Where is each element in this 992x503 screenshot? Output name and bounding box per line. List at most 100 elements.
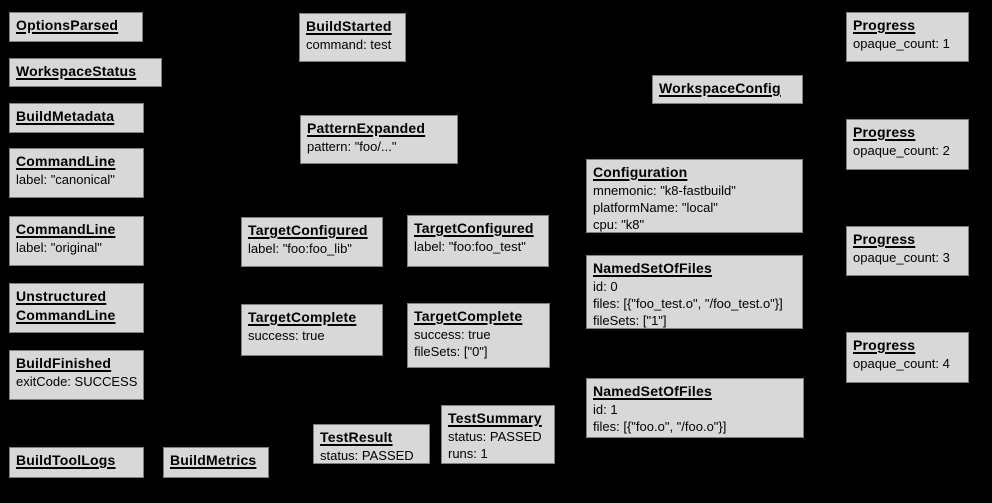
node-details: status: PASSED xyxy=(320,447,423,463)
node-progress-1: Progress opaque_count: 1 xyxy=(846,12,969,62)
node-detail-line: files: [{"foo.o", "/foo.o"}] xyxy=(593,419,727,434)
node-command-line-original: CommandLine label: "original" xyxy=(9,216,144,266)
node-title-line: Unstructured xyxy=(16,288,107,304)
node-title: TargetConfigured xyxy=(414,219,542,238)
node-title: CommandLine xyxy=(16,220,137,239)
node-detail-line: id: 0 xyxy=(593,279,618,294)
node-detail-line: status: PASSED xyxy=(448,429,542,444)
node-workspace-config: WorkspaceConfig xyxy=(652,75,803,104)
node-details: opaque_count: 3 xyxy=(853,249,962,266)
node-details: opaque_count: 2 xyxy=(853,142,962,159)
node-title: BuildStarted xyxy=(306,17,399,36)
node-options-parsed: OptionsParsed xyxy=(9,12,143,42)
node-title-line: Progress xyxy=(853,124,916,140)
node-title-line: NamedSetOfFiles xyxy=(593,260,712,276)
node-test-summary: TestSummary status: PASSED runs: 1 xyxy=(441,405,555,464)
node-named-set-of-files-0: NamedSetOfFiles id: 0 files: [{"foo_test.… xyxy=(586,255,803,329)
node-title: TestResult xyxy=(320,428,423,447)
node-details: exitCode: SUCCESS xyxy=(16,373,137,390)
node-details: id: 0 files: [{"foo_test.o", "/foo_test.o… xyxy=(593,278,796,328)
node-progress-4: Progress opaque_count: 4 xyxy=(846,332,969,383)
node-title: TargetConfigured xyxy=(248,221,376,240)
node-title-line: BuildToolLogs xyxy=(16,452,116,468)
node-pattern-expanded: PatternExpanded pattern: "foo/..." xyxy=(300,115,458,164)
node-detail-line: runs: 1 xyxy=(448,446,488,461)
node-title: TestSummary xyxy=(448,409,548,428)
node-detail-line: fileSets: ["1"] xyxy=(593,313,667,328)
node-title: OptionsParsed xyxy=(16,16,136,35)
node-command-line-canonical: CommandLine label: "canonical" xyxy=(9,148,144,198)
node-detail-line: opaque_count: 1 xyxy=(853,36,950,51)
node-build-started: BuildStarted command: test xyxy=(299,13,406,62)
node-title-line: OptionsParsed xyxy=(16,17,119,33)
node-title: BuildFinished xyxy=(16,354,137,373)
node-title-line: WorkspaceStatus xyxy=(16,63,137,79)
node-detail-line: opaque_count: 4 xyxy=(853,356,950,371)
node-detail-line: opaque_count: 3 xyxy=(853,250,950,265)
node-detail-line: label: "canonical" xyxy=(16,172,115,187)
node-progress-2: Progress opaque_count: 2 xyxy=(846,119,969,170)
node-configuration: Configuration mnemonic: "k8-fastbuild"pl… xyxy=(586,159,803,233)
node-target-complete-foo-lib: TargetComplete success: true xyxy=(241,304,383,356)
node-detail-line: label: "foo:foo_lib" xyxy=(248,241,352,256)
node-details: id: 1 files: [{"foo.o", "/foo.o"}] xyxy=(593,401,797,435)
node-title-line: Progress xyxy=(853,17,916,33)
node-title-line: CommandLine xyxy=(16,307,116,323)
node-title: BuildMetrics xyxy=(170,451,262,470)
node-title-line: BuildStarted xyxy=(306,18,392,34)
node-title-line: BuildFinished xyxy=(16,355,112,371)
node-title: Progress xyxy=(853,336,962,355)
node-title-line: NamedSetOfFiles xyxy=(593,383,712,399)
node-details: opaque_count: 1 xyxy=(853,35,962,52)
node-detail-line: command: test xyxy=(306,37,392,52)
node-title: Progress xyxy=(853,16,962,35)
node-title-line: TestSummary xyxy=(448,410,542,426)
node-details: mnemonic: "k8-fastbuild"platformName: "l… xyxy=(593,182,796,232)
node-title: Progress xyxy=(853,123,962,142)
node-progress-3: Progress opaque_count: 3 xyxy=(846,226,969,276)
node-title-line: PatternExpanded xyxy=(307,120,426,136)
node-target-configured-foo-lib: TargetConfigured label: "foo:foo_lib" xyxy=(241,217,383,267)
node-title: WorkspaceStatus xyxy=(16,62,155,81)
node-title-line: BuildMetrics xyxy=(170,452,257,468)
node-title-line: TargetComplete xyxy=(414,308,523,324)
node-test-result: TestResult status: PASSED xyxy=(313,424,430,464)
node-title: Progress xyxy=(853,230,962,249)
node-title-line: Configuration xyxy=(593,164,688,180)
node-title: TargetComplete xyxy=(248,308,376,327)
node-detail-line: files: [{"foo_test.o", "/foo_test.o"}] xyxy=(593,296,783,311)
node-title-line: TargetComplete xyxy=(248,309,357,325)
node-title-line: TargetConfigured xyxy=(248,222,368,238)
node-build-finished: BuildFinished exitCode: SUCCESS xyxy=(9,350,144,400)
node-details: pattern: "foo/..." xyxy=(307,138,451,155)
node-detail-line: label: "foo:foo_test" xyxy=(414,239,526,254)
node-detail-line: platformName: "local" xyxy=(593,200,718,215)
node-title: TargetComplete xyxy=(414,307,543,326)
node-details: success: true xyxy=(248,327,376,344)
node-title-line: BuildMetadata xyxy=(16,108,115,124)
node-title-line: TestResult xyxy=(320,429,393,445)
node-detail-line: cpu: "k8" xyxy=(593,217,645,232)
node-detail-line: opaque_count: 2 xyxy=(853,143,950,158)
node-details: label: "foo:foo_test" xyxy=(414,238,542,255)
node-details: label: "foo:foo_lib" xyxy=(248,240,376,257)
node-title: Configuration xyxy=(593,163,796,182)
node-title-line: Progress xyxy=(853,337,916,353)
node-workspace-status: WorkspaceStatus xyxy=(9,58,162,87)
node-title: CommandLine xyxy=(16,152,137,171)
node-title: WorkspaceConfig xyxy=(659,79,796,98)
node-detail-line: pattern: "foo/..." xyxy=(307,139,397,154)
node-details: label: "original" xyxy=(16,239,137,256)
node-title-line: WorkspaceConfig xyxy=(659,80,781,96)
node-title: NamedSetOfFiles xyxy=(593,382,797,401)
node-title-line: CommandLine xyxy=(16,221,116,237)
node-detail-line: id: 1 xyxy=(593,402,618,417)
node-title: PatternExpanded xyxy=(307,119,451,138)
node-title-line: CommandLine xyxy=(16,153,116,169)
node-details: command: test xyxy=(306,36,399,53)
node-detail-line: exitCode: SUCCESS xyxy=(16,374,138,389)
node-title: BuildToolLogs xyxy=(16,451,137,470)
